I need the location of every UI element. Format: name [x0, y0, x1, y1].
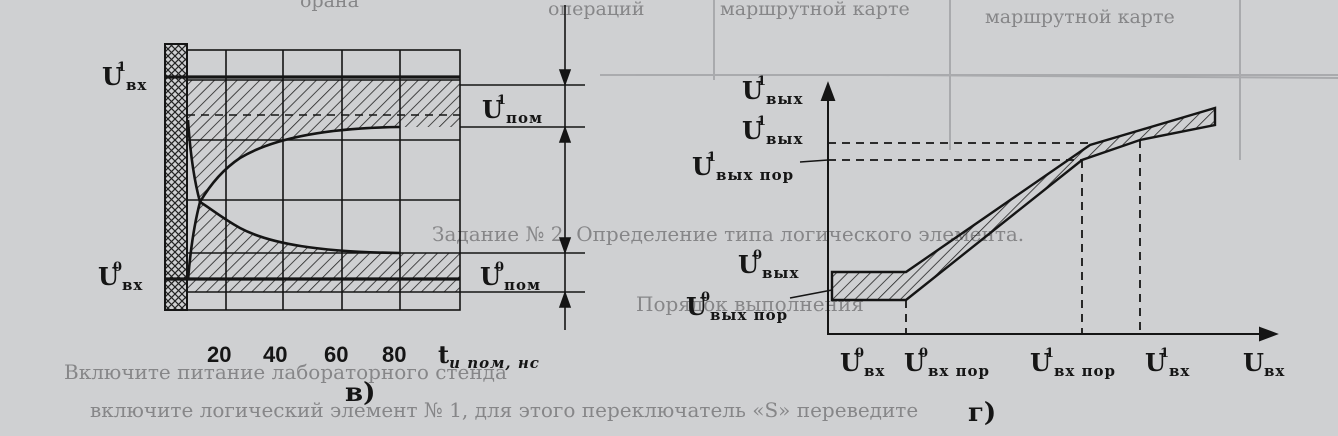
x-axis-label-u-in: Uвх — [1243, 348, 1286, 380]
caption-v: в) — [345, 378, 376, 408]
label-u-in-0-x: U0вх — [840, 346, 886, 380]
noise-curves — [186, 119, 401, 281]
bg-text-line: Включите питание лабораторного стенда — [64, 360, 507, 384]
label-u-out-threshold-1: U1вых пор — [692, 150, 795, 184]
x-tick-label: 80 — [382, 342, 407, 367]
x-axis-label: tи пом, нс — [438, 340, 540, 372]
guide-lines — [828, 140, 1141, 334]
lower-noise-band — [188, 202, 460, 292]
label-u-noise-0: U0пом — [480, 260, 541, 294]
bg-header-cell: маршрутной карте — [985, 6, 1175, 28]
bg-text-line: Порядок выполнения — [636, 292, 864, 316]
leader-lines — [789, 159, 833, 299]
x-tick-label: 40 — [263, 342, 288, 367]
bg-header-cell: операций — [548, 0, 645, 20]
bg-text-line: Задание № 2. Определение типа логическог… — [432, 222, 1025, 246]
label-u-noise-1: U1пом — [482, 93, 543, 127]
label-u-in-1: U1вх — [102, 60, 148, 94]
axes — [820, 81, 1279, 342]
label-u-out-threshold-0: U0вых пор — [686, 290, 789, 324]
label-u-out-0: U0вых — [738, 248, 800, 282]
bg-header-cell: маршрутной карте — [720, 0, 910, 20]
dimension-lines — [460, 5, 585, 330]
caption-g: г) — [968, 398, 997, 428]
transfer-band — [830, 106, 1217, 302]
upper-noise-band — [188, 80, 460, 202]
label-u-in-0: U0вх — [98, 260, 144, 294]
x-tick-label: 60 — [324, 342, 349, 367]
label-u-out-1b: U1вых — [742, 114, 804, 148]
grid — [186, 49, 461, 311]
label-u-in-threshold-1: U1вх пор — [1030, 346, 1117, 380]
x-tick-label: 20 — [207, 342, 232, 367]
label-u-out-1: U1вых — [742, 74, 804, 108]
bg-header-cell: орана — [300, 0, 359, 12]
bg-text-line: включите логический элемент № 1, для это… — [90, 398, 919, 422]
label-u-in-1-x: U1вх — [1145, 346, 1191, 380]
label-u-in-threshold-0: U0вх пор — [904, 346, 991, 380]
